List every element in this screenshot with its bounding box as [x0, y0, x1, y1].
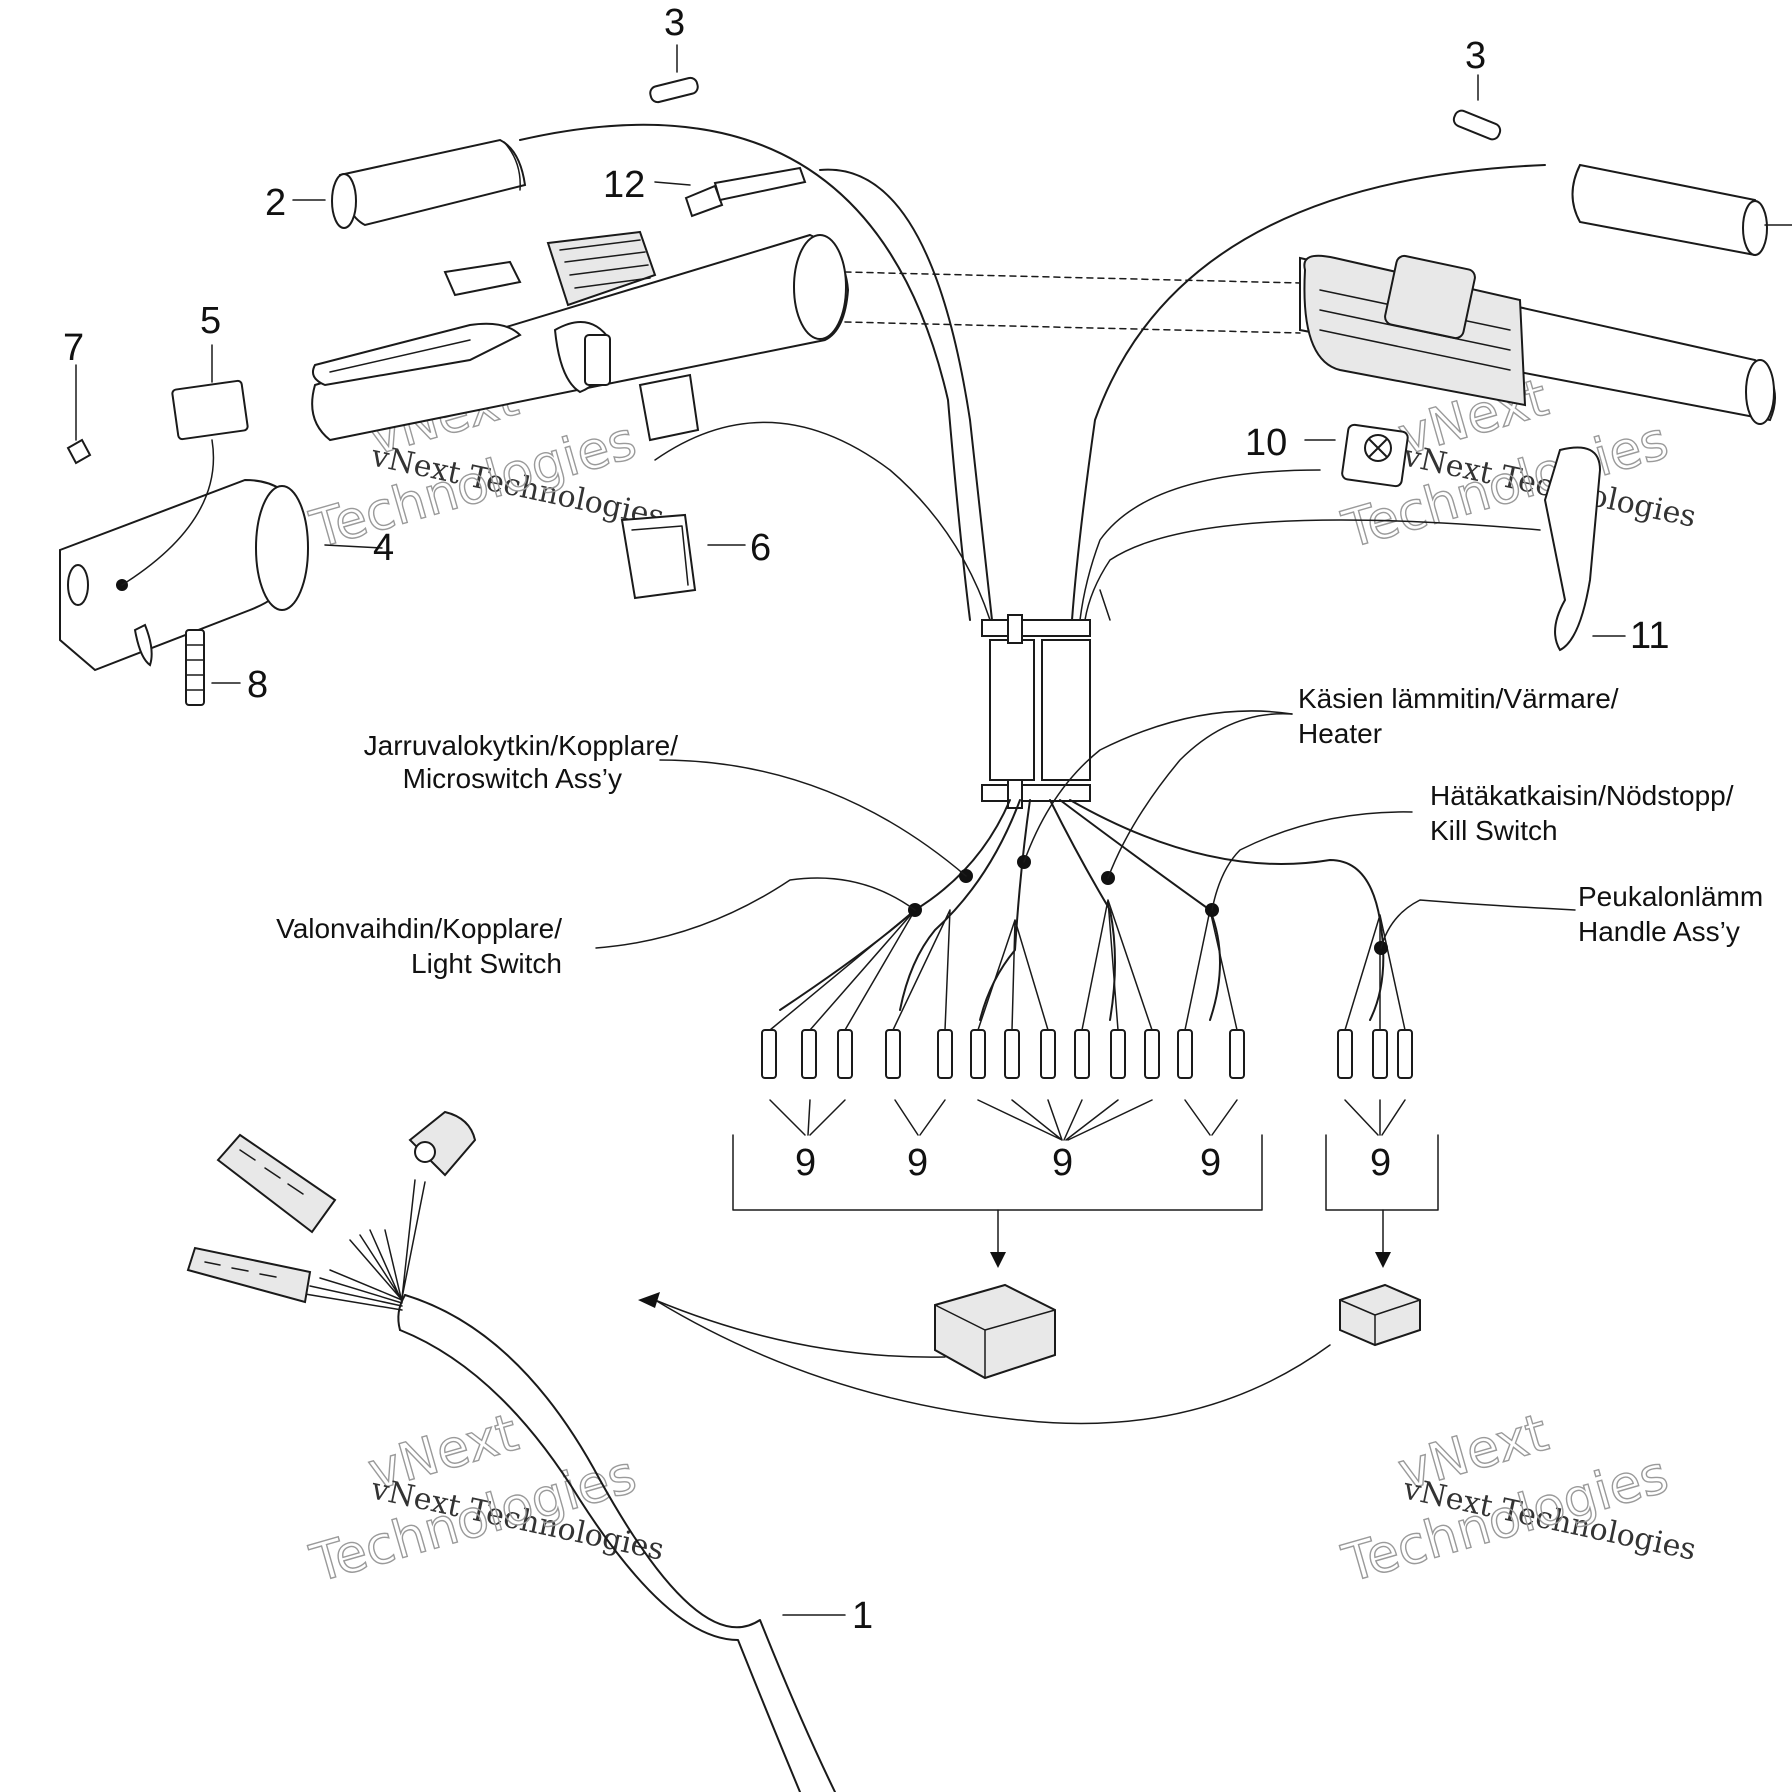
terminals [761, 1029, 1413, 1079]
callout-3-left: 3 [664, 2, 685, 44]
callout-7: 7 [63, 327, 84, 369]
label-brake-line1: Jarruvalokytkin/Kopplare/ [364, 730, 679, 761]
right-handlebar-assembly [1299, 254, 1776, 652]
part-labels: Käsien lämmitin/Värmare/ Heater Jarruval… [276, 683, 1763, 979]
watermark-bottom-left: vNext vNext Technologies Technologies [303, 1402, 667, 1595]
left-handlebar-assembly [311, 230, 850, 442]
connector-large [934, 1283, 1056, 1380]
sensor-probe [684, 166, 807, 218]
callout-5: 5 [200, 300, 221, 342]
label-brake-line2: Microswitch Ass’y [403, 763, 622, 794]
harness-upper-wires [519, 123, 1546, 621]
terminal-leaders [769, 1099, 1406, 1141]
label-thumb-line2: Handle Ass’y [1578, 916, 1740, 947]
return-arrows [638, 1292, 1331, 1425]
label-kill-line2: Kill Switch [1430, 815, 1558, 846]
group-brackets [732, 1134, 1439, 1268]
label-kill-line1: Hätäkatkaisin/Nödstopp/ [1430, 780, 1734, 811]
callout-leaders [75, 44, 1792, 1616]
handlebar-center [844, 271, 1301, 334]
callout-9-b: 9 [907, 1142, 928, 1184]
callout-11: 11 [1630, 615, 1669, 657]
left-grip [331, 138, 527, 229]
watermark-bottom-right: vNext vNext Technologies Technologies [1335, 1402, 1699, 1595]
heater-button [620, 513, 697, 600]
callout-9-e: 9 [1370, 1142, 1391, 1184]
callout-8: 8 [247, 664, 268, 706]
callout-9-c: 9 [1052, 1142, 1073, 1184]
harness-branches [769, 799, 1406, 1031]
callout-4: 4 [373, 527, 394, 569]
pin-left [649, 76, 699, 104]
label-heater-line2: Heater [1298, 718, 1382, 749]
callout-6: 6 [750, 527, 771, 569]
callout-9-d: 9 [1200, 1142, 1221, 1184]
left-switch-housing [59, 379, 309, 706]
callout-10: 10 [1245, 422, 1287, 464]
callout-9-a: 9 [795, 1142, 816, 1184]
main-harness [186, 1110, 836, 1792]
label-light-line1: Valonvaihdin/Kopplare/ [276, 913, 562, 944]
callout-2: 2 [265, 182, 286, 224]
pin-right [1452, 109, 1502, 141]
label-light-line2: Light Switch [411, 948, 562, 979]
callout-numbers: 2 3 3 4 5 6 7 8 10 11 12 1 9 9 9 9 9 [63, 2, 1669, 1637]
connector-small [1339, 1283, 1421, 1347]
harness-junction [981, 614, 1091, 809]
label-thumb-line1: Peukalonlämm [1578, 881, 1763, 912]
callout-1: 1 [852, 1595, 873, 1637]
label-heater-line1: Käsien lämmitin/Värmare/ [1298, 683, 1619, 714]
callout-12: 12 [603, 164, 645, 206]
right-grip [1571, 163, 1768, 257]
callout-3-right: 3 [1465, 35, 1486, 77]
